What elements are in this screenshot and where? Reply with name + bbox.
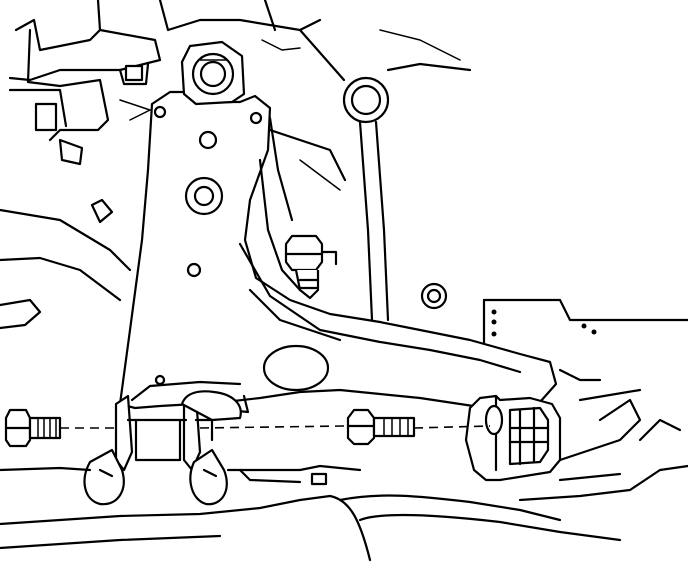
stabilizer-link: [298, 28, 472, 322]
upper-left-knuckle-assembly: [8, 0, 322, 166]
rear-bushing: [464, 394, 562, 482]
front-bolt-alignment-line: [60, 425, 345, 429]
front-bushing: [180, 40, 246, 106]
lower-crossmember: [0, 418, 688, 562]
front-bolt: [4, 408, 62, 448]
lower-control-arm: [118, 90, 558, 414]
rear-bolt: [346, 408, 416, 446]
ball-joint-stud: [284, 234, 338, 300]
rear-bolt-alignment-line: [413, 425, 491, 429]
subframe-outline: [0, 118, 688, 462]
front-mounting-bracket: [83, 390, 242, 506]
